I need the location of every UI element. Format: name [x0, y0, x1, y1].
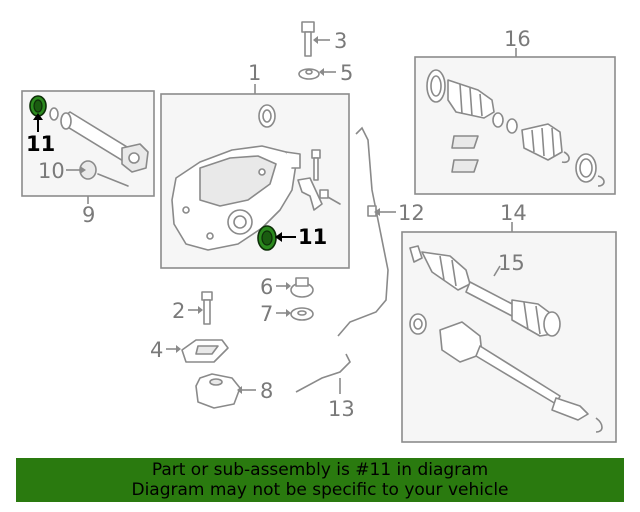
- info-banner: Part or sub-assembly is #11 in diagram D…: [16, 458, 624, 502]
- arrowhead-3: [313, 36, 318, 44]
- callout-11-main: 11: [298, 225, 327, 249]
- arrowhead-4: [176, 345, 181, 353]
- part-1-differential-carrier: [171, 145, 301, 251]
- part-16-boot-kit: [426, 69, 605, 187]
- arrowhead-12: [374, 208, 380, 216]
- arrowhead-11-main: [275, 232, 282, 242]
- part-11-seal-left[interactable]: [29, 95, 47, 117]
- part-8-insulator: [195, 373, 241, 409]
- part-seal-top: [258, 104, 276, 128]
- exploded-parts-diagram: 11 10 9 1: [21, 21, 617, 443]
- callout-5: 5: [340, 61, 353, 85]
- callout-9: 9: [82, 203, 95, 227]
- part-5-washer: [298, 68, 320, 80]
- arrowhead-8: [237, 386, 242, 394]
- callout-16: 16: [504, 27, 531, 51]
- arrowhead-10: [80, 166, 86, 174]
- callout-12: 12: [398, 201, 425, 225]
- banner-line-2: Diagram may not be specific to your vehi…: [131, 480, 509, 500]
- part-14-axle-inner: [409, 313, 603, 433]
- part-bolt-right: [311, 149, 321, 181]
- callout-15: 15: [498, 251, 525, 275]
- part-bolt-small: [319, 189, 341, 205]
- callout-2: 2: [172, 299, 185, 323]
- callout-13: 13: [328, 397, 355, 421]
- callout-1: 1: [248, 61, 261, 85]
- part-4-mount: [181, 339, 229, 363]
- callout-4: 4: [150, 338, 163, 362]
- part-15-axle-shaft: [409, 245, 561, 337]
- arrowhead-5: [319, 68, 324, 76]
- leader-15: [493, 265, 501, 277]
- callout-10: 10: [38, 159, 65, 183]
- part-11-seal-main[interactable]: [257, 225, 277, 251]
- callout-11-left: 11: [26, 132, 55, 156]
- part-7-washer: [290, 307, 314, 321]
- banner-line-1: Part or sub-assembly is #11 in diagram: [151, 460, 489, 480]
- part-washer-small: [49, 107, 59, 121]
- part-3-bolt: [301, 21, 315, 57]
- part-9-tube-housing: [60, 111, 149, 173]
- arrowhead-11-left: [33, 113, 43, 120]
- callout-6: 6: [260, 275, 273, 299]
- callout-14: 14: [500, 201, 527, 225]
- part-2-bolt: [201, 291, 213, 325]
- part-13-hose: [295, 353, 351, 393]
- callout-8: 8: [260, 379, 273, 403]
- callout-7: 7: [260, 302, 273, 326]
- part-6-bushing: [290, 277, 314, 298]
- callout-3: 3: [334, 29, 347, 53]
- arrowhead-2: [198, 306, 203, 314]
- arrowhead-7: [286, 309, 291, 317]
- arrowhead-6: [286, 282, 291, 290]
- part-bracket: [297, 177, 323, 211]
